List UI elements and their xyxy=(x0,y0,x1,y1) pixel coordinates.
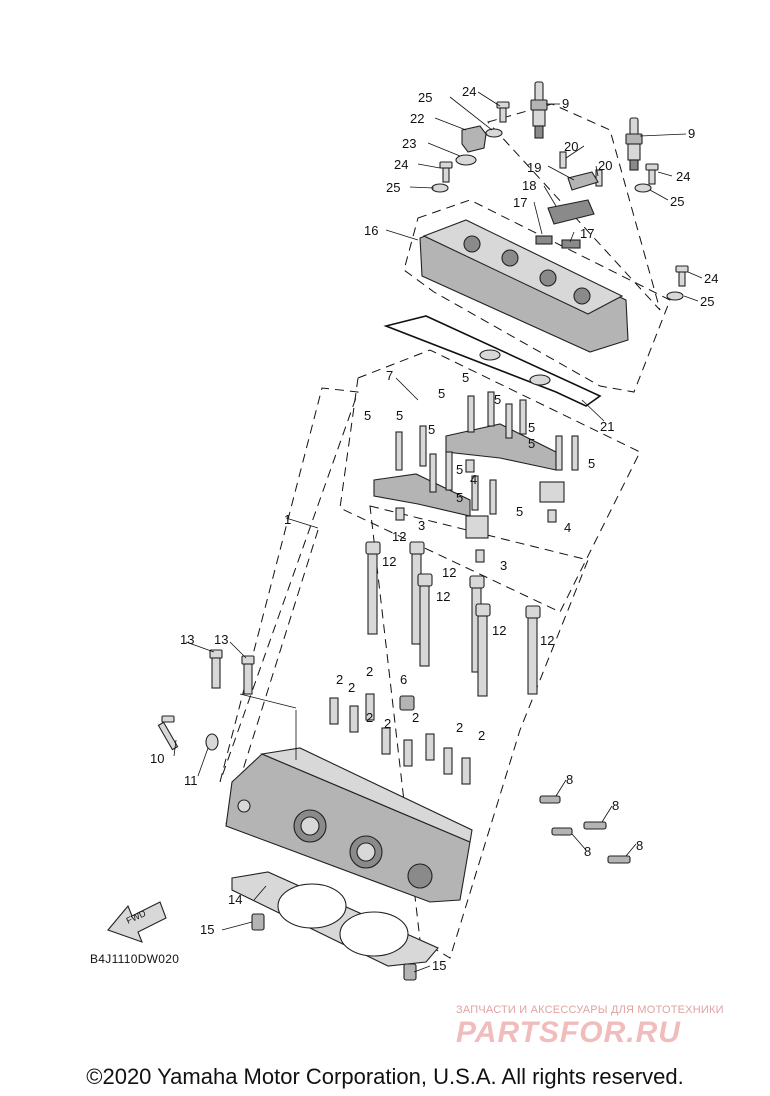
spark-plug-right xyxy=(625,117,643,171)
callout-21: 21 xyxy=(600,419,614,434)
callout-5: 5 xyxy=(456,462,463,477)
callout-7: 7 xyxy=(386,368,393,383)
callout-5: 5 xyxy=(528,420,535,435)
cap-bolts xyxy=(395,391,579,515)
callout-5: 5 xyxy=(588,456,595,471)
callout-12: 12 xyxy=(392,529,406,544)
cover-washers xyxy=(431,128,684,301)
callout-5: 5 xyxy=(494,392,501,407)
watermark-tagline: ЗАПЧАСТИ И АКСЕССУАРЫ ДЛЯ МОТОТЕХНИКИ xyxy=(456,1004,724,1016)
callout-15: 15 xyxy=(200,922,214,937)
callout-24: 24 xyxy=(676,169,690,184)
callout-12: 12 xyxy=(436,589,450,604)
callout-3: 3 xyxy=(418,518,425,533)
callout-5: 5 xyxy=(528,436,535,451)
callout-8: 8 xyxy=(612,798,619,813)
callout-25: 25 xyxy=(386,180,400,195)
callout-11: 11 xyxy=(184,773,198,788)
dowel-pins xyxy=(395,459,557,563)
callout-20: 20 xyxy=(564,139,578,154)
spark-plug-left xyxy=(530,81,548,139)
callout-8: 8 xyxy=(584,844,591,859)
callout-24: 24 xyxy=(394,157,408,172)
camshaft-caps xyxy=(373,423,565,539)
cover-bolts xyxy=(439,101,689,287)
callout-3: 3 xyxy=(500,558,507,573)
callout-4: 4 xyxy=(470,472,477,487)
callout-2: 2 xyxy=(366,664,373,679)
callout-25: 25 xyxy=(418,90,432,105)
short-bolts xyxy=(209,649,255,695)
leader-lines xyxy=(173,91,703,973)
callout-12: 12 xyxy=(382,554,396,569)
callout-9: 9 xyxy=(688,126,695,141)
watermark-logo: PARTSFOR.RU xyxy=(456,1016,681,1049)
diagram-code: B4J1110DW020 xyxy=(90,952,180,966)
callout-4: 4 xyxy=(564,520,571,535)
callout-5: 5 xyxy=(516,504,523,519)
callout-8: 8 xyxy=(636,838,643,853)
callout-12: 12 xyxy=(540,633,554,648)
cylinder-head xyxy=(225,747,473,903)
callout-10: 10 xyxy=(150,751,164,766)
locating-dowels xyxy=(251,913,417,981)
callout-16: 16 xyxy=(364,223,378,238)
callout-2: 2 xyxy=(456,720,463,735)
callout-25: 25 xyxy=(670,194,684,209)
callout-2: 2 xyxy=(366,710,373,725)
callout-8: 8 xyxy=(566,772,573,787)
callout-1: 1 xyxy=(284,512,291,527)
callout-5: 5 xyxy=(364,408,371,423)
callout-24: 24 xyxy=(462,84,476,99)
head-bolts xyxy=(365,541,541,697)
callout-22: 22 xyxy=(410,111,424,126)
callout-5: 5 xyxy=(428,422,435,437)
callout-13: 13 xyxy=(214,632,228,647)
callout-9: 9 xyxy=(562,96,569,111)
callout-5: 5 xyxy=(438,386,445,401)
callout-23: 23 xyxy=(402,136,416,151)
callout-2: 2 xyxy=(336,672,343,687)
bore-plug xyxy=(399,695,415,711)
callout-2: 2 xyxy=(384,716,391,731)
callout-17: 17 xyxy=(513,195,527,210)
head-cover-gasket xyxy=(383,315,602,407)
callout-25: 25 xyxy=(700,294,714,309)
callout-19: 19 xyxy=(527,160,541,175)
callout-2: 2 xyxy=(348,680,355,695)
cylinder-head-cover xyxy=(419,219,629,353)
callout-labels: 9 9 24 25 22 23 24 25 20 20 19 18 17 17 … xyxy=(150,84,718,973)
callout-12: 12 xyxy=(492,623,506,638)
callout-15: 15 xyxy=(432,958,446,973)
callout-18: 18 xyxy=(522,178,536,193)
callout-5: 5 xyxy=(396,408,403,423)
oil-filler-cap xyxy=(455,125,487,166)
cam-sensor-assembly xyxy=(535,151,603,249)
studs xyxy=(539,795,631,864)
bolt-and-washer xyxy=(157,715,219,751)
callout-2: 2 xyxy=(412,710,419,725)
callout-12: 12 xyxy=(442,565,456,580)
callout-6: 6 xyxy=(400,672,407,687)
callout-5: 5 xyxy=(462,370,469,385)
callout-24: 24 xyxy=(704,271,718,286)
callout-5: 5 xyxy=(456,490,463,505)
head-gasket xyxy=(231,871,439,967)
callout-13: 13 xyxy=(180,632,194,647)
guide-sleeves xyxy=(329,693,471,785)
callout-17: 17 xyxy=(580,226,594,241)
callout-2: 2 xyxy=(478,728,485,743)
fwd-arrow-icon: FWD xyxy=(107,901,167,943)
callout-20: 20 xyxy=(598,158,612,173)
copyright-notice: ©2020 Yamaha Motor Corporation, U.S.A. A… xyxy=(86,1064,684,1089)
callout-14: 14 xyxy=(228,892,242,907)
